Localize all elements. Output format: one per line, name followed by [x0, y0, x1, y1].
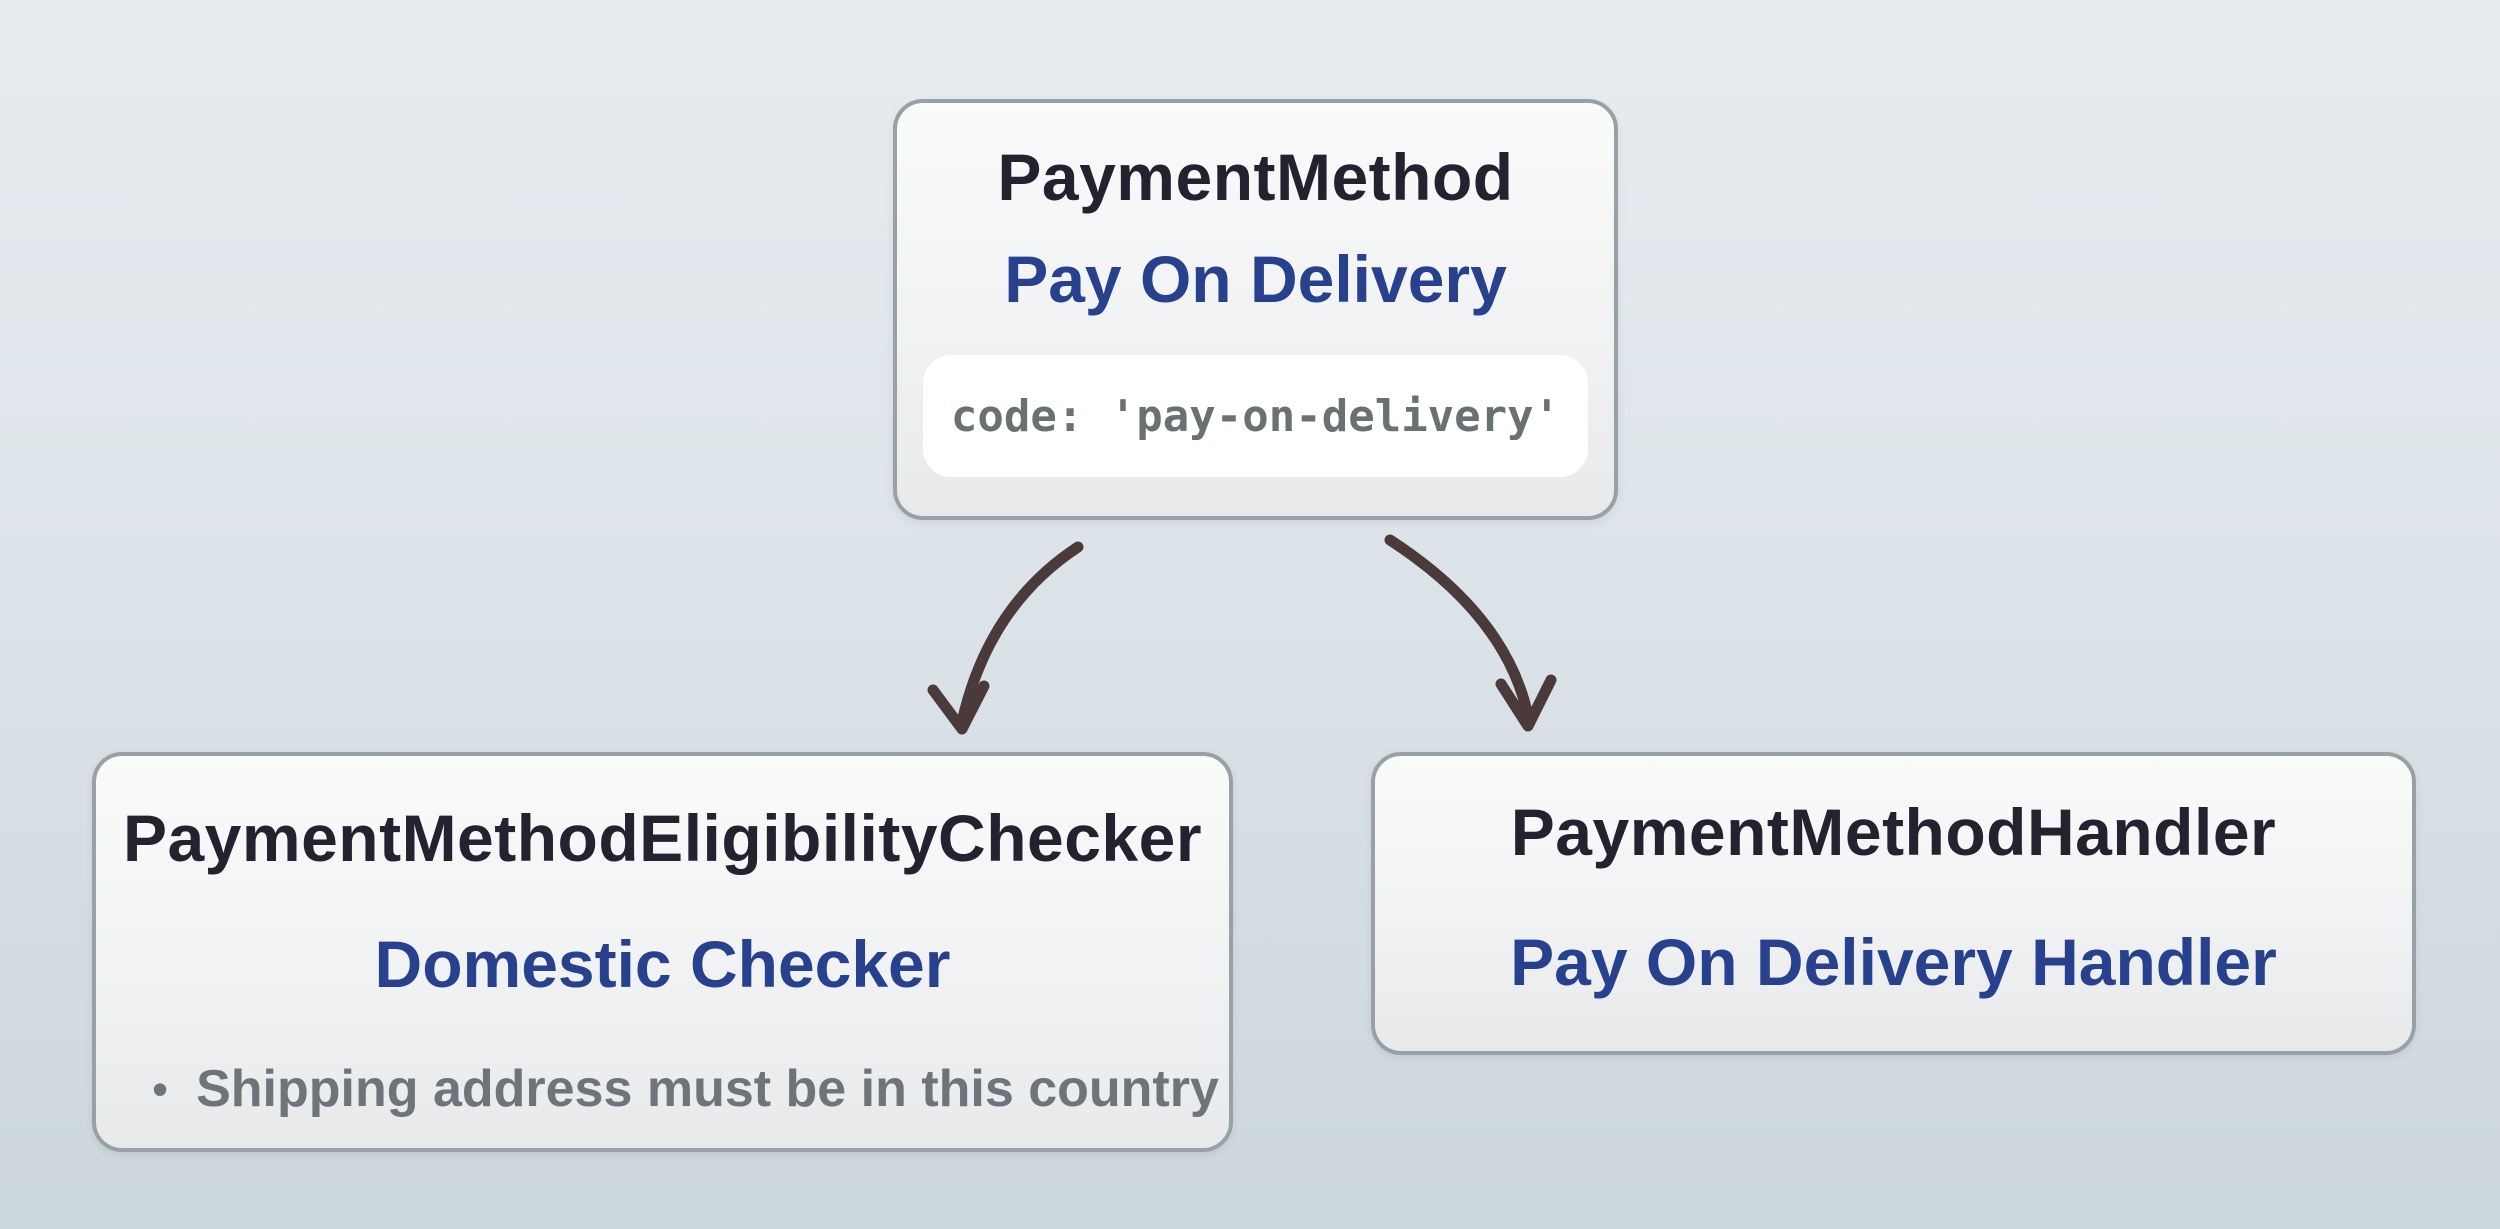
- arrow-shaft: [956, 541, 1084, 728]
- payment-method-title: PaymentMethod: [997, 140, 1514, 214]
- arrow-to-handler: [1384, 534, 1557, 732]
- payment-method-card: PaymentMethod Pay On Delivery code: 'pay…: [893, 99, 1618, 520]
- eligibility-rule-text: Shipping address must be in this country: [196, 1060, 1219, 1118]
- eligibility-checker-card: PaymentMethodEligibilityChecker Domestic…: [92, 752, 1233, 1152]
- bullet-icon: •: [152, 1063, 169, 1115]
- payment-method-subtitle: Pay On Delivery: [1004, 242, 1507, 316]
- arrow-head-icon: [927, 680, 990, 735]
- eligibility-checker-subtitle: Domestic Checker: [374, 927, 951, 1001]
- code-pill: code: 'pay-on-delivery': [923, 355, 1588, 477]
- arrow-head-icon: [1495, 674, 1557, 732]
- handler-card: PaymentMethodHandler Pay On Delivery Han…: [1371, 752, 2416, 1055]
- handler-subtitle: Pay On Delivery Handler: [1510, 925, 2277, 999]
- arrow-to-eligibility-checker: [927, 541, 1084, 735]
- eligibility-checker-title: PaymentMethodEligibilityChecker: [122, 801, 1203, 875]
- arrow-shaft: [1384, 534, 1534, 722]
- handler-title: PaymentMethodHandler: [1510, 795, 2277, 869]
- code-text: code: 'pay-on-delivery': [950, 390, 1561, 442]
- eligibility-rule-item: • Shipping address must be in this count…: [96, 1058, 1219, 1120]
